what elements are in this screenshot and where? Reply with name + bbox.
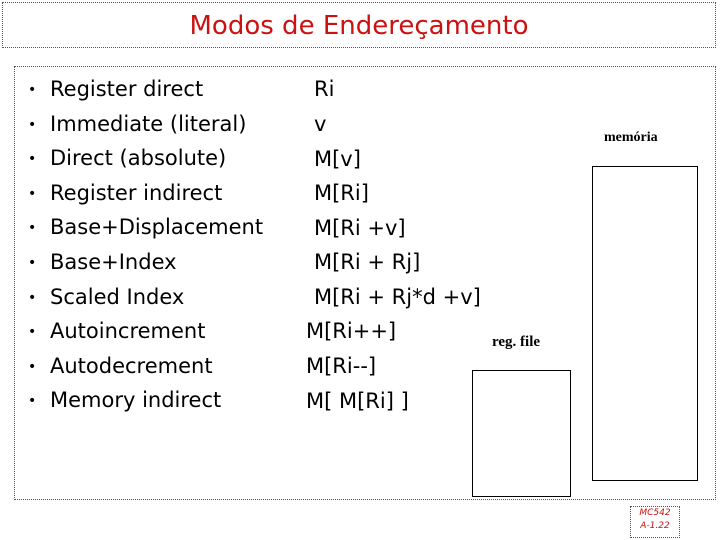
content-frame	[14, 66, 716, 500]
list-item: • Scaled Index	[28, 284, 263, 319]
bullet-icon: •	[28, 220, 37, 237]
bullet-icon: •	[28, 358, 37, 375]
notation-direct: M[v]	[314, 147, 361, 171]
bullet-icon: •	[28, 82, 37, 98]
bullet-icon: •	[28, 393, 37, 410]
list-item: • Memory indirect	[28, 387, 263, 422]
bullet-icon: •	[28, 324, 37, 341]
list-item: • Direct (absolute)	[28, 145, 263, 180]
mode-name: Register direct	[50, 77, 204, 101]
notation-immediate: v	[314, 112, 327, 136]
mode-name: Scaled Index	[50, 284, 185, 309]
footer-course: MC542	[639, 508, 671, 518]
footer-slide-id: MC542 A-1.22	[630, 506, 680, 538]
mode-name: Immediate (literal)	[50, 111, 247, 136]
bullet-icon: •	[28, 254, 37, 271]
bullet-icon: •	[28, 289, 37, 306]
bullet-icon: •	[28, 185, 37, 202]
notation-autoincrement: M[Ri++]	[306, 319, 397, 343]
notation-base-displacement: M[Ri +v]	[314, 216, 406, 240]
list-item: • Register direct	[28, 76, 263, 111]
slide-title: Modos de Endereçamento	[189, 11, 529, 41]
memory-label: memória	[604, 130, 658, 145]
list-item: • Register indirect	[28, 180, 263, 215]
list-item: • Autodecrement	[28, 353, 263, 388]
bullet-icon: •	[28, 151, 37, 168]
memory-diagram-box	[592, 166, 698, 481]
notation-register-direct: Ri	[314, 77, 335, 101]
mode-name: Base+Index	[50, 249, 177, 274]
title-frame: Modos de Endereçamento	[2, 2, 716, 48]
mode-name: Autodecrement	[50, 353, 213, 378]
regfile-diagram-box	[472, 370, 571, 497]
list-item: • Base+Index	[28, 249, 263, 284]
notation-memory-indirect: M[ M[Ri] ]	[306, 389, 409, 413]
notation-base-index: M[Ri + Rj]	[314, 250, 421, 274]
mode-name: Register indirect	[50, 180, 223, 205]
list-item: • Immediate (literal)	[28, 111, 263, 146]
regfile-label: reg. file	[492, 334, 541, 350]
mode-name: Autoincrement	[50, 319, 206, 344]
notation-scaled-index: M[Ri + Rj*d +v]	[314, 285, 481, 309]
notation-autodecrement: M[Ri--]	[306, 354, 377, 378]
footer-page-number: A-1.22	[640, 521, 670, 531]
bullet-icon: •	[28, 116, 37, 133]
addressing-mode-list: • Register direct • Immediate (literal) • D…	[28, 76, 263, 422]
notation-register-indirect: M[Ri]	[314, 181, 369, 205]
mode-name: Direct (absolute)	[50, 146, 227, 171]
list-item: • Base+Displacement	[28, 214, 263, 249]
mode-name: Base+Displacement	[50, 215, 264, 240]
list-item: • Autoincrement	[28, 318, 263, 353]
mode-name: Memory indirect	[50, 388, 222, 413]
